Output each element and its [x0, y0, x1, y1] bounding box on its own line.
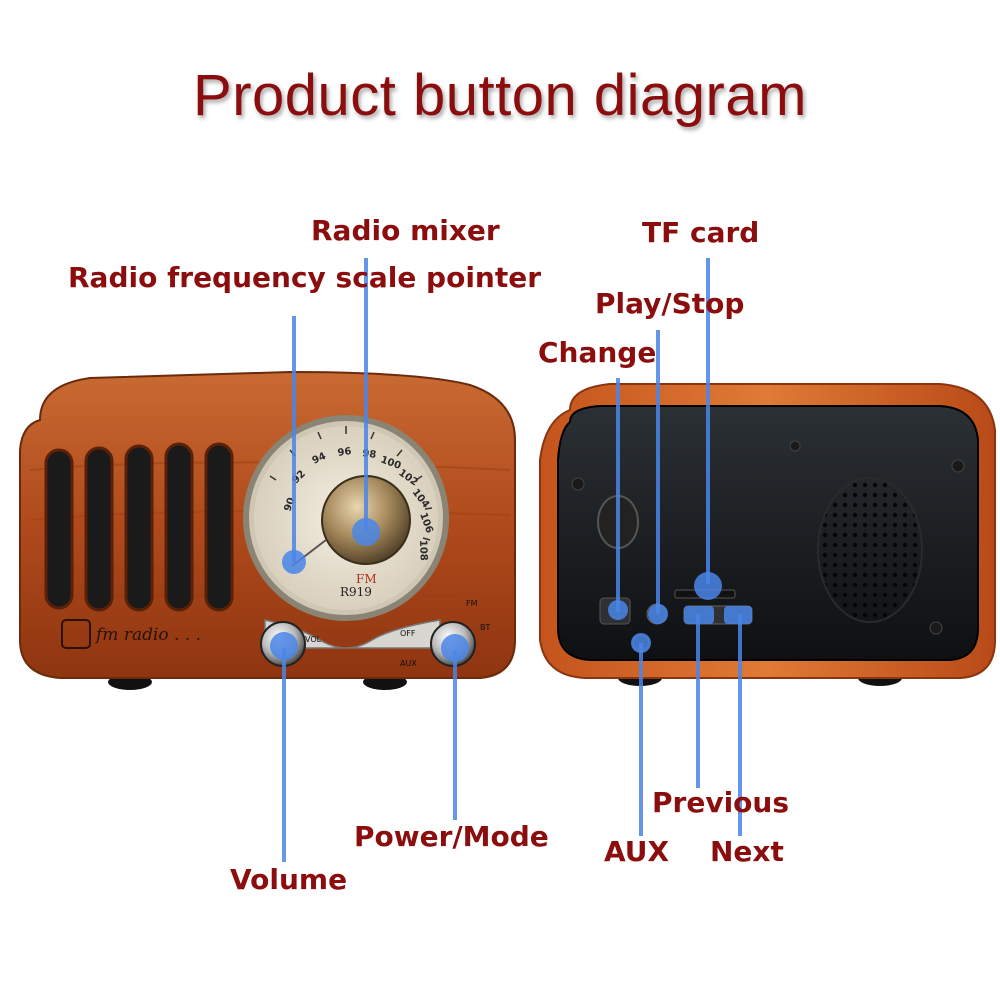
vol-marking: VOL — [305, 635, 322, 644]
label-radio-mixer: Radio mixer — [311, 214, 500, 247]
dial-number-108: 108 — [417, 540, 429, 561]
label-tf-card: TF card — [642, 216, 760, 249]
label-next: Next — [710, 835, 784, 868]
bt-marking: BT — [480, 623, 490, 632]
speaker-grille — [44, 442, 234, 612]
radio-back — [539, 383, 996, 686]
label-frequency-pointer: Radio frequency scale pointer — [68, 261, 542, 294]
label-volume: Volume — [230, 863, 348, 896]
brand-script: fm radio . . . — [94, 625, 201, 645]
off-marking: OFF — [400, 629, 416, 638]
label-play-stop: Play/Stop — [595, 287, 745, 320]
radio-front: 90 92 94 96 98 100 102 104 106 108 FM R9… — [19, 370, 516, 690]
aux-marking: AUX — [400, 659, 417, 668]
dial-number-96: 96 — [337, 446, 352, 459]
pointer-dots — [270, 518, 752, 662]
label-power-mode: Power/Mode — [354, 820, 549, 853]
band-label: FM — [356, 572, 377, 586]
fm-marking: FM — [466, 599, 478, 608]
label-change: Change — [538, 336, 657, 369]
frequency-dial: 90 92 94 96 98 100 102 104 106 108 FM R9… — [243, 415, 449, 621]
diagram-title: Product button diagram — [193, 63, 807, 128]
dial-number-94: 94 — [311, 451, 328, 467]
pointer-lines — [282, 258, 742, 862]
dial-number-98: 98 — [362, 448, 377, 461]
label-aux: AUX — [604, 835, 670, 868]
rear-speaker-holes — [817, 477, 923, 623]
model-label: R919 — [340, 585, 372, 599]
label-previous: Previous — [652, 786, 790, 819]
